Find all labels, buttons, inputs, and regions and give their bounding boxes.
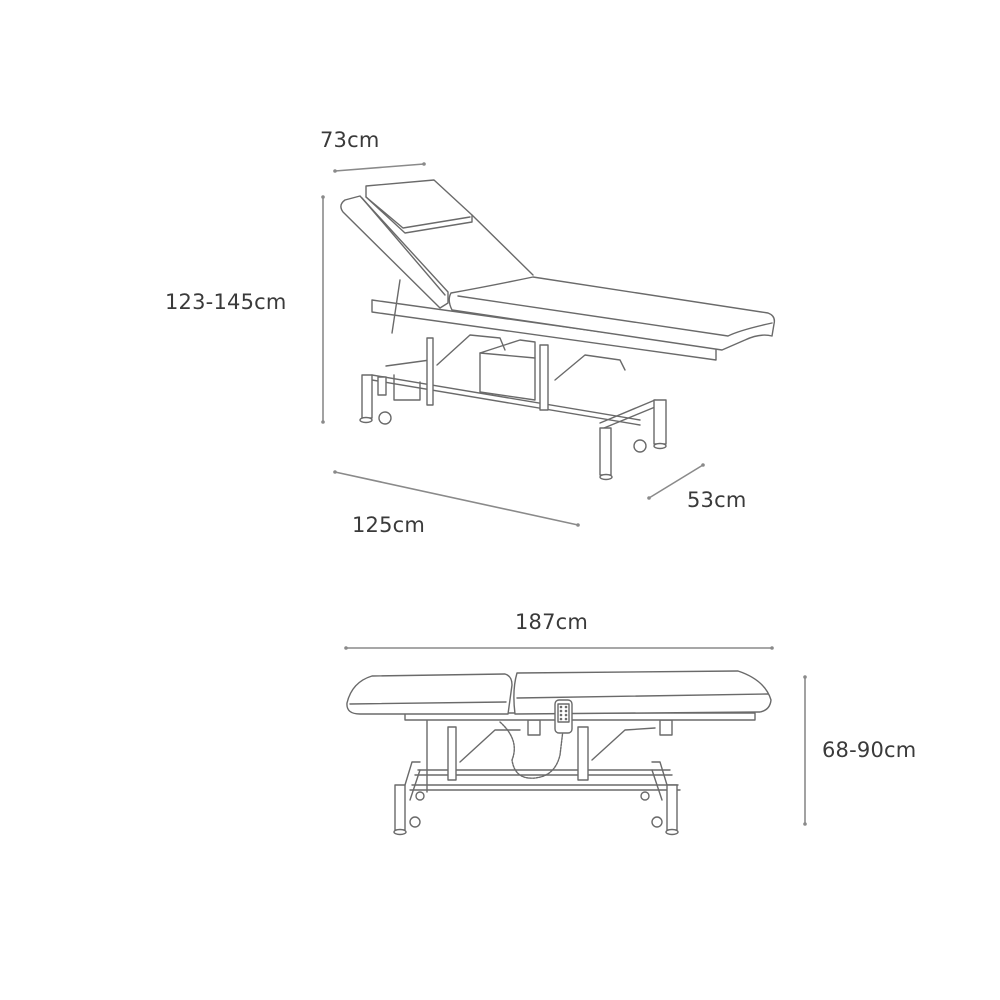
dimension-line-73cm: [333, 162, 426, 173]
label-backrest-width: 73cm: [320, 128, 380, 152]
dimension-line-123-145cm: [321, 195, 325, 424]
hand-controller-icon: [554, 699, 573, 734]
label-base-width: 53cm: [687, 488, 747, 512]
label-base-length: 125cm: [352, 513, 426, 537]
dimension-line-125cm: [333, 470, 580, 527]
label-overall-length: 187cm: [515, 610, 589, 634]
label-height-range: 68-90cm: [822, 738, 917, 762]
dimension-line-68-90cm: [803, 675, 807, 826]
side-bed-drawing: [346, 670, 772, 836]
perspective-bed-drawing: [340, 179, 776, 481]
label-height-raised: 123-145cm: [165, 290, 287, 314]
dimension-line-187cm: [344, 646, 774, 650]
dimension-line-53cm: [647, 463, 705, 500]
